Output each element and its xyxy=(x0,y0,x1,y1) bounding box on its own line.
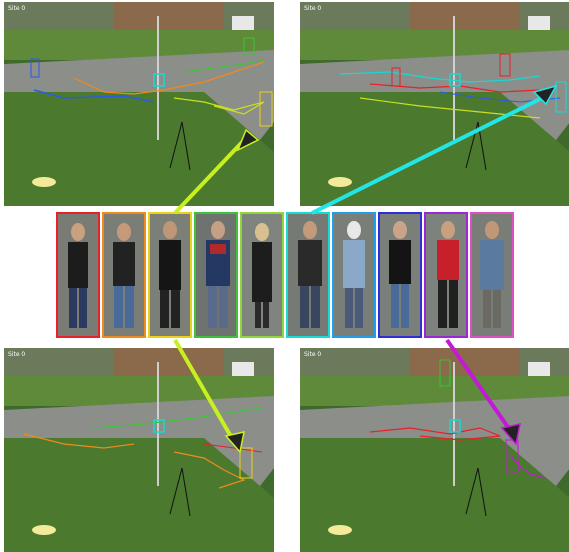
person-crop xyxy=(102,212,146,338)
camera-site-label: Site 0 xyxy=(304,351,321,358)
scene-image xyxy=(300,2,569,206)
person-crop xyxy=(378,212,422,338)
camera-view-bottom-right: Site 0 xyxy=(300,348,569,552)
person-crop xyxy=(286,212,330,338)
person-crop xyxy=(194,212,238,338)
camera-site-label: Site 0 xyxy=(8,351,25,358)
person-crop xyxy=(424,212,468,338)
scene-image xyxy=(4,2,274,206)
camera-site-label: Site 0 xyxy=(304,5,321,12)
person-crop-strip xyxy=(56,212,518,342)
person-crop xyxy=(56,212,100,338)
person-crop xyxy=(470,212,514,338)
camera-view-bottom-left: Site 0 xyxy=(4,348,274,552)
scene-image xyxy=(300,348,569,552)
camera-view-top-left: Site 0 xyxy=(4,2,274,206)
camera-view-top-right: Site 0 xyxy=(300,2,569,206)
person-crop xyxy=(332,212,376,338)
camera-site-label: Site 0 xyxy=(8,5,25,12)
person-crop xyxy=(148,212,192,338)
person-crop xyxy=(240,212,284,338)
scene-image xyxy=(4,348,274,552)
